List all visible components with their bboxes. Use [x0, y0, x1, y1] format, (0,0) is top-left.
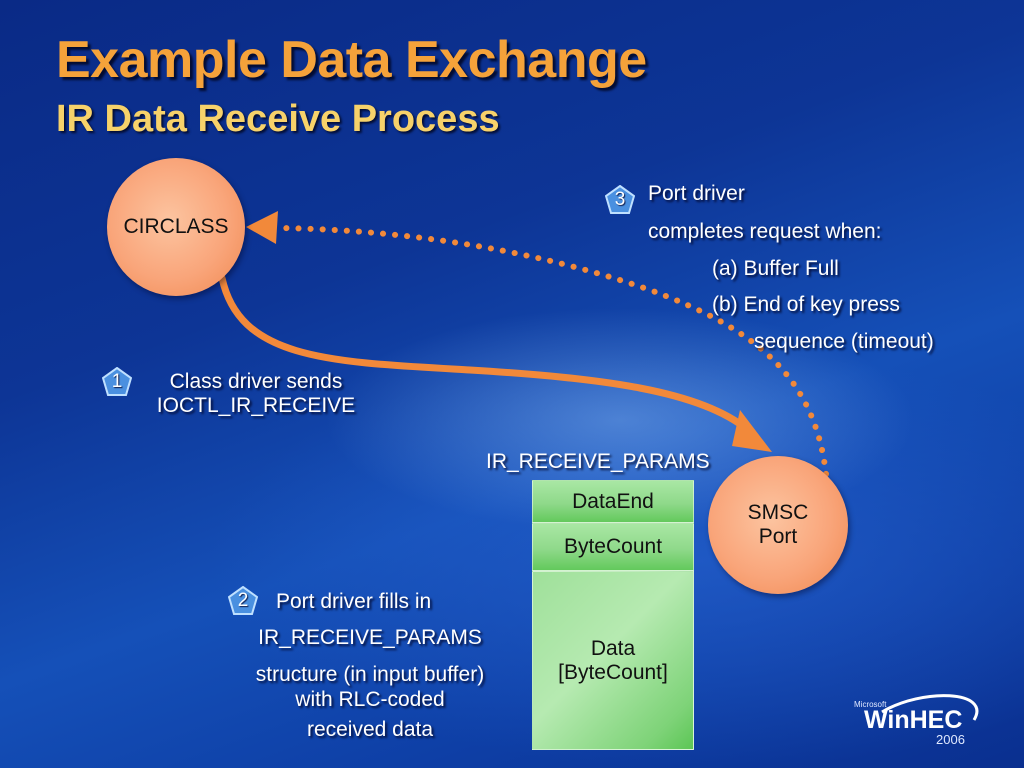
step-3-line-4: (b) End of key press: [712, 293, 900, 316]
step-1-line: IOCTL_IR_RECEIVE: [156, 394, 356, 417]
step-1-badge: 1: [101, 366, 133, 397]
field-label: Data: [590, 636, 636, 660]
pentagon-icon: [101, 366, 133, 396]
field-data: Data [ByteCount]: [532, 571, 694, 750]
step-1-text: Class driver sends IOCTL_IR_RECEIVE: [136, 370, 376, 418]
smsc-label: SMSC: [747, 501, 809, 524]
pentagon-icon: [604, 184, 636, 214]
logo-company: Microsoft: [854, 700, 887, 709]
field-label: ByteCount: [563, 535, 663, 558]
swoosh-icon: [881, 694, 979, 721]
completion-arrowhead: [246, 211, 278, 244]
step-3-line-5: sequence (timeout): [754, 330, 934, 353]
logo-event: WinHEC: [864, 706, 963, 734]
step-2-line-4: with RLC-coded: [295, 688, 445, 711]
step-3-line-1: Port driver: [648, 182, 745, 205]
step-3-line-3: (a) Buffer Full: [712, 257, 839, 280]
circlass-node: CIRCLASS: [107, 158, 245, 296]
request-arrowhead: [732, 410, 772, 452]
pentagon-icon: [227, 585, 259, 615]
smsc-port-node: SMSC Port: [708, 456, 848, 594]
step-2-line-3: structure (in input buffer): [255, 663, 485, 686]
field-dataend: DataEnd: [532, 480, 694, 523]
step-1-line: Class driver sends: [169, 370, 343, 393]
step-2-badge: 2: [227, 585, 259, 616]
request-arrow: [218, 274, 752, 434]
struct-name: IR_RECEIVE_PARAMS: [486, 450, 710, 473]
slide-subtitle: IR Data Receive Process: [56, 98, 500, 140]
completion-arrow: [277, 225, 829, 477]
field-bytecount: ByteCount: [532, 523, 694, 571]
circlass-label: CIRCLASS: [123, 215, 229, 238]
slide-title: Example Data Exchange: [56, 31, 647, 89]
winhec-logo: Microsoft WinHEC 2006: [852, 690, 992, 750]
ir-receive-params-struct: DataEnd ByteCount Data [ByteCount]: [532, 480, 694, 750]
field-label: DataEnd: [572, 489, 654, 513]
port-label: Port: [758, 525, 798, 548]
step-2-line-1: Port driver fills in: [276, 590, 432, 613]
step-2-line-5: received data: [306, 718, 434, 741]
logo-year: 2006: [936, 732, 965, 747]
step-3-line-2: completes request when:: [648, 220, 882, 243]
step-3-badge: 3: [604, 184, 636, 215]
step-2-line-2: IR_RECEIVE_PARAMS: [258, 626, 482, 649]
field-label: [ByteCount]: [558, 660, 668, 684]
